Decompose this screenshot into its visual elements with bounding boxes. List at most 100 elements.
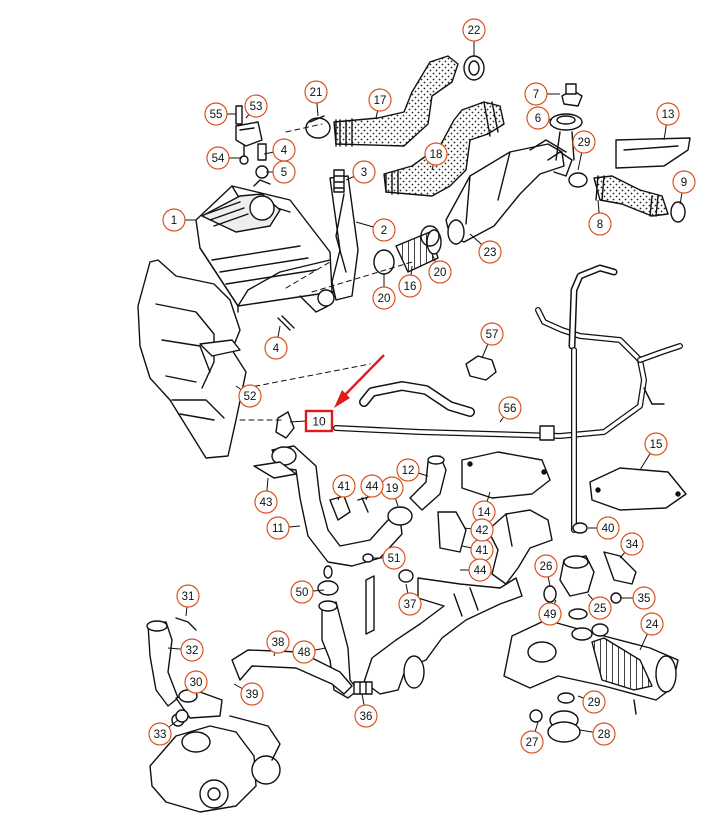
callout-38: 38 [266,630,290,657]
callout-39: 39 [233,682,264,706]
callout-circle [176,584,200,608]
callout-circle [656,102,680,126]
callout-number: 50 [296,587,309,599]
callout-3: 3 [345,160,376,184]
callout-circle [206,146,230,170]
callout-30: 30 [184,670,208,694]
callout-number: 29 [588,697,601,709]
callout-number: 5 [281,167,287,179]
callout-number: 1 [171,215,177,227]
callout-13: 13 [656,102,680,141]
callout-number: 48 [298,647,311,659]
callout-number: 42 [476,525,489,537]
callout-circle [148,722,172,746]
plate-15 [589,467,687,511]
callout-31: 31 [176,584,200,617]
callout-number: 51 [388,553,401,565]
callout-32: 32 [167,638,204,662]
callout-number: 39 [246,689,259,701]
bolt-3 [333,169,345,193]
callout-48: 48 [292,640,327,664]
callout-12: 12 [396,458,429,482]
callout-number: 32 [186,645,199,657]
callout-53: 53 [244,94,268,119]
callout-circle [304,80,328,104]
callout-number: 8 [597,219,603,231]
valve-25-34 [559,522,637,597]
bracket-41 [329,495,351,521]
callout-number: 20 [434,267,447,279]
callouts: 1234456789111213141516171819202021222324… [148,18,696,754]
callout-circle [332,474,356,498]
callout-circle [266,516,290,540]
callout-42: 42 [463,518,494,542]
callout-number: 10 [312,415,326,429]
callout-circle [272,160,296,184]
leader-dashes [239,123,413,421]
cover-13 [615,137,691,169]
callout-number: 57 [486,329,499,341]
plate-14 [461,451,551,499]
callout-43: 43 [254,477,278,514]
callout-number: 34 [626,539,639,551]
hose-16 [395,229,442,273]
callout-circle [582,690,606,714]
callout-number: 33 [154,729,167,741]
callout-number: 7 [533,89,539,101]
callout-number: 43 [260,497,273,509]
callout-number: 15 [650,439,663,451]
callout-circle [596,516,620,540]
callout-50: 50 [290,580,325,604]
callout-circle [620,532,644,556]
callout-57: 57 [480,322,504,359]
callout-16: 16 [398,265,422,298]
callout-circle [572,130,596,154]
callout-number: 49 [544,609,557,621]
callout-number: 54 [212,153,225,165]
callout-circle [354,704,378,728]
callout-49: 49 [538,599,562,626]
callout-56: 56 [498,396,522,423]
callout-41: 41 [461,538,494,562]
callout-circle [352,160,376,184]
clamps-19-20 [373,225,440,275]
callout-circle [238,384,262,408]
callout-52: 52 [235,384,262,408]
callout-circle [498,396,522,420]
highlight-marker: 10 [289,354,385,433]
callout-number: 23 [484,247,497,259]
callout-circle [462,18,486,42]
callout-circle [592,722,616,746]
callout-number: 41 [476,545,489,557]
callout-18: 18 [424,142,448,171]
callout-number: 38 [272,637,285,649]
callout-21: 21 [304,80,328,117]
callout-circle [478,240,502,264]
callout-circle [368,88,392,112]
callout-55: 55 [204,102,236,126]
callout-41: 41 [332,474,356,501]
callout-circle [526,106,550,130]
callout-number: 27 [526,737,539,749]
callout-circle [644,432,668,456]
callout-number: 35 [638,593,651,605]
callout-circle [468,558,492,582]
callout-number: 44 [366,481,379,493]
clamp-21 [305,115,331,139]
callout-number: 6 [535,113,541,125]
callout-circle [290,580,314,604]
callout-number: 4 [273,343,280,355]
part-27-28 [529,692,581,743]
callout-10: 10 [289,354,385,433]
turbo-pipe-32 [146,617,197,707]
highlight-arrowhead [334,390,350,408]
callout-circle [184,670,208,694]
callout-circle [180,638,204,662]
callout-number: 9 [681,177,687,189]
callout-25: 25 [587,593,612,620]
clamp-19-lower [387,506,413,526]
callout-1: 1 [162,208,196,232]
callout-circle [534,554,558,578]
callout-circle [538,602,562,626]
callout-number: 30 [190,677,203,689]
